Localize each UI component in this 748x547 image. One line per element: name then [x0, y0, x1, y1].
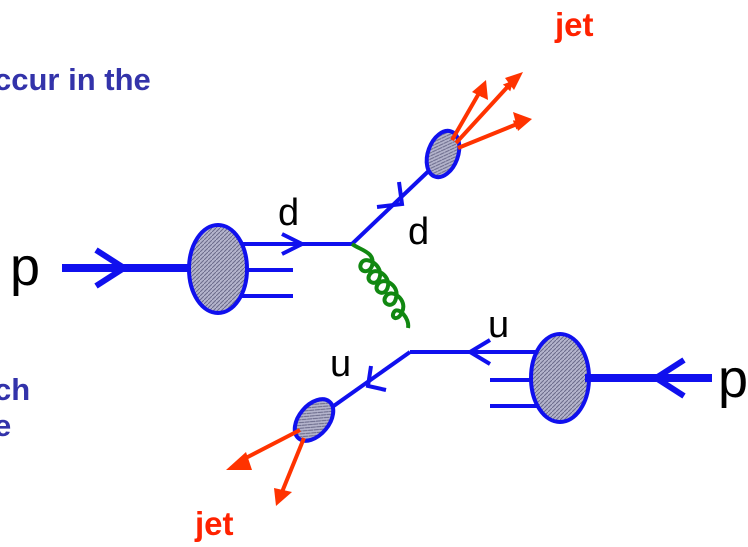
jet-label-bottom: jet [195, 505, 234, 543]
jet-label-top: jet [555, 6, 594, 44]
bottom-jet-arrows [226, 430, 304, 506]
left-spectator-quarks [242, 234, 352, 296]
gluon-line [352, 244, 408, 328]
quark-label-d-out: d [408, 213, 429, 251]
left-proton-hadron [189, 225, 247, 313]
quark-label-d-in: d [278, 194, 299, 232]
incoming-u-quark-line [410, 340, 540, 364]
proton-left-beam [62, 250, 193, 286]
right-proton-hadron [531, 334, 589, 422]
proton-label-right: p [718, 352, 748, 406]
bottom-jet-hadron [287, 392, 341, 448]
slide-text-fragment-3: e [0, 408, 11, 444]
quark-label-u-in: u [488, 306, 509, 344]
slide-text-fragment-1: ccur in the [0, 62, 151, 98]
quark-label-u-out: u [330, 345, 351, 383]
slide-text-fragment-2: ch [0, 372, 30, 408]
proton-right-beam [585, 360, 712, 396]
proton-label-left: p [10, 240, 40, 294]
top-jet-arrows [452, 72, 532, 148]
